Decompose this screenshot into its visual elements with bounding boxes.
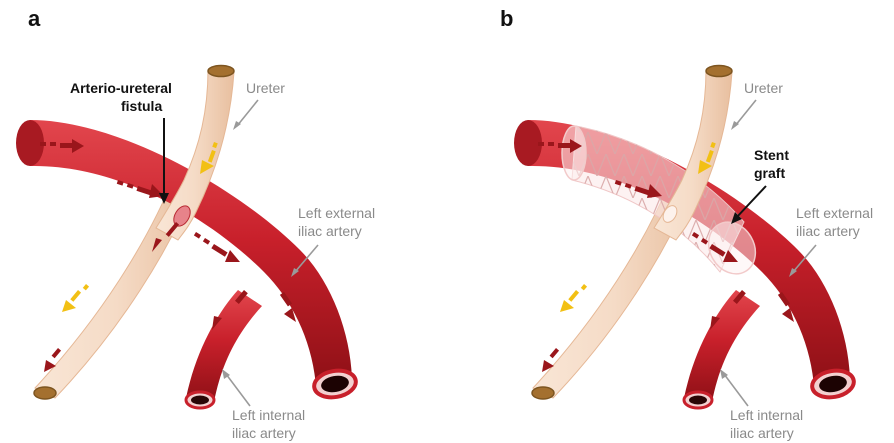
internal-iliac-lumen (191, 396, 209, 405)
internal-iliac-label-line2: iliac artery (232, 425, 296, 441)
ureter-leader (735, 100, 756, 126)
artery-proximal-end (514, 120, 542, 166)
external-iliac-label-line1: Left external (298, 205, 375, 221)
ureter-label: Ureter (246, 80, 285, 96)
fistula-callout-line1: Arterio-ureteral (70, 80, 172, 96)
ureter-lower-end (532, 387, 554, 399)
ureter-upper-end (706, 66, 732, 77)
stent-graft-callout-line2: graft (754, 165, 785, 181)
stent-graft-callout-line1: Stent (754, 147, 789, 163)
stent-proximal-end (562, 126, 586, 180)
fistula-callout-line2: fistula (121, 98, 162, 114)
internal-iliac-label-line2: iliac artery (730, 425, 794, 441)
internal-iliac-artery (684, 290, 760, 402)
ureter-leader (237, 100, 258, 126)
ureter-label: Ureter (744, 80, 783, 96)
internal-iliac-lumen (689, 396, 707, 405)
internal-iliac-label-line1: Left internal (232, 407, 305, 423)
internal-iliac-label-line1: Left internal (730, 407, 803, 423)
ureter-upper-end (208, 66, 234, 77)
panel-letter-b: b (500, 6, 513, 31)
panel-letter-a: a (28, 6, 41, 31)
ureter-lower-end (34, 387, 56, 399)
external-iliac-label-line1: Left external (796, 205, 873, 221)
artery-proximal-end (16, 120, 44, 166)
external-iliac-label-line2: iliac artery (298, 223, 362, 239)
internal-iliac-leader (724, 374, 748, 406)
panel-a: a (16, 6, 375, 441)
external-iliac-label-line2: iliac artery (796, 223, 860, 239)
internal-iliac-leader (226, 374, 250, 406)
internal-iliac-artery (186, 290, 262, 402)
panel-b: b (500, 6, 873, 441)
